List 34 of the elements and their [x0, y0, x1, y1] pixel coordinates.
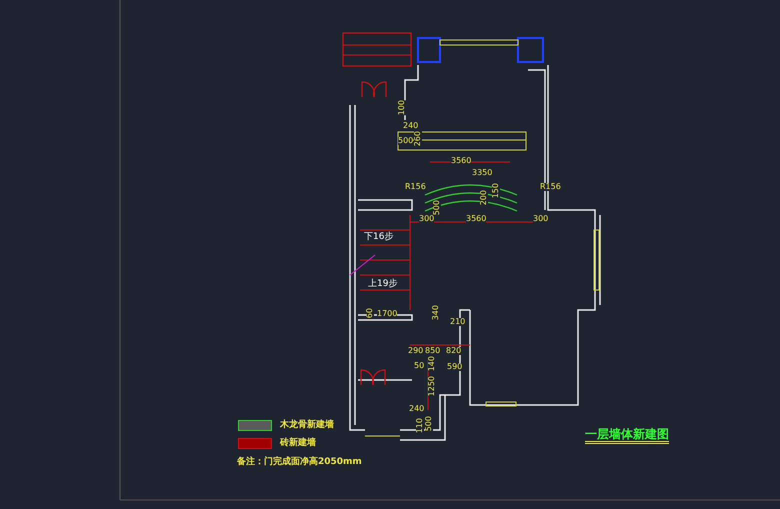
- dimension-label: 820: [446, 347, 462, 355]
- dimension-label: 3560: [451, 157, 472, 165]
- dimension-label: 290: [408, 347, 424, 355]
- dimension-label: 3350: [472, 169, 492, 177]
- dimension-label: 60: [366, 308, 374, 318]
- dimension-label: 300: [533, 215, 548, 223]
- dimension-label: 140: [428, 356, 436, 372]
- dimension-label: 3560: [466, 215, 486, 223]
- dimension-label: 50: [414, 362, 424, 370]
- dimension-label: 240: [409, 405, 424, 413]
- dimension-label: 210: [450, 318, 466, 326]
- dimension-label: 500: [433, 200, 441, 216]
- dimension-label: R156: [405, 183, 426, 191]
- dimension-label: 150: [492, 183, 500, 198]
- dimension-label: 200: [480, 190, 488, 206]
- dimension-label: 110: [416, 418, 424, 434]
- dimension-label: R156: [540, 183, 561, 191]
- legend-label: 砖新建墙: [280, 439, 316, 448]
- dimension-label: 260: [414, 131, 422, 146]
- legend-label: 木龙骨新建墙: [280, 421, 334, 430]
- drawing-title: 一层墙体新建图: [585, 428, 669, 444]
- note-text: 备注：门完成面净高2050mm: [237, 458, 362, 467]
- dimension-label: 100: [398, 100, 406, 116]
- dimension-label: 240: [403, 122, 418, 130]
- step-label: 上19步: [368, 280, 398, 289]
- dimension-label: 1250: [428, 376, 436, 396]
- dimension-label: 1700: [377, 310, 398, 318]
- step-label: 下16步: [364, 233, 394, 242]
- dimension-label: 850: [425, 347, 440, 355]
- dimension-label: 500: [425, 416, 433, 432]
- dimension-label: 300: [419, 215, 434, 223]
- dimension-label: 340: [432, 305, 440, 320]
- dimension-label: 590: [447, 363, 462, 371]
- dimension-label: 500: [398, 137, 414, 145]
